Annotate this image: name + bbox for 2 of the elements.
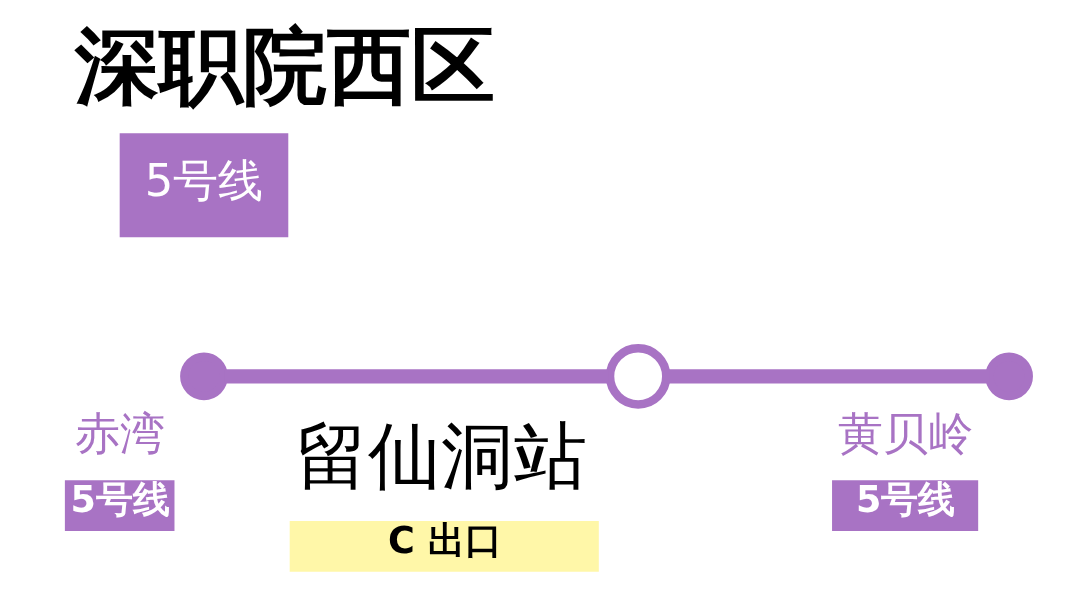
diagram-title: 深职院西区 bbox=[74, 17, 495, 116]
label: 5号线 bbox=[144, 153, 263, 207]
